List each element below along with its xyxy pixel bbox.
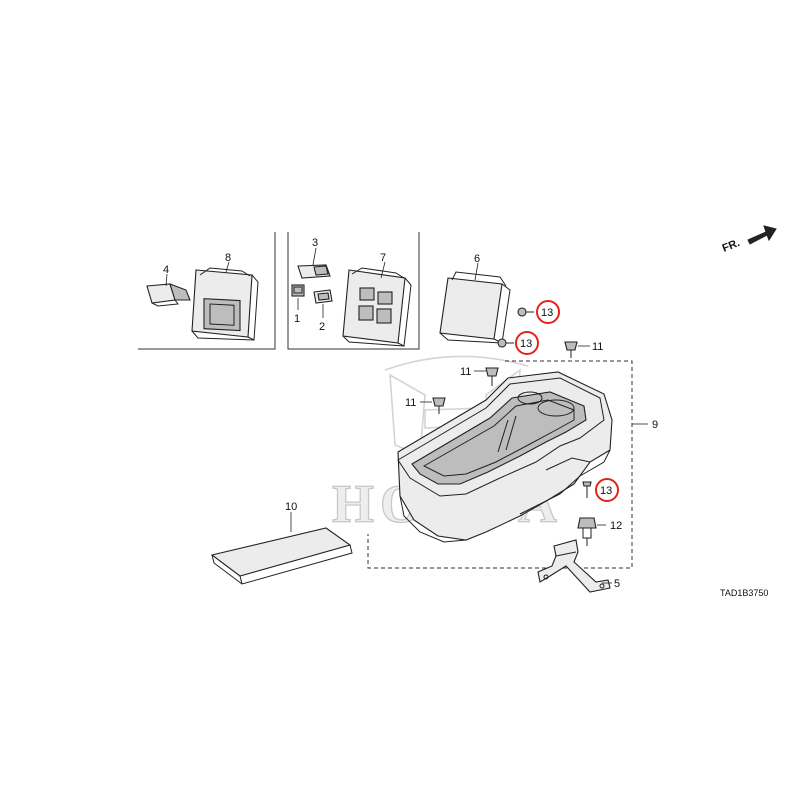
front-direction-indicator: FR. <box>721 225 777 255</box>
callout-ring-13a <box>536 300 560 324</box>
screw-13b <box>497 338 514 348</box>
panel-7 <box>342 267 412 347</box>
callout-2: 2 <box>319 321 325 333</box>
callout-13b: 13 <box>520 338 532 350</box>
callout-8: 8 <box>225 252 231 264</box>
callout-9: 9 <box>652 419 658 431</box>
callout-7: 7 <box>380 252 386 264</box>
front-arrow-icon <box>747 225 777 245</box>
callout-10: 10 <box>285 501 297 513</box>
callout-3: 3 <box>312 237 318 249</box>
bracket-5 <box>537 539 611 593</box>
group-frame-center <box>287 232 420 350</box>
lid-6 <box>439 271 511 344</box>
callout-5: 5 <box>614 578 620 590</box>
direction-label: FR. <box>721 237 742 255</box>
clip-11a <box>564 341 578 358</box>
clip-11c <box>432 397 446 414</box>
callout-6: 6 <box>474 253 480 265</box>
callout-11c: 11 <box>405 397 416 409</box>
callout-11b: 11 <box>460 366 471 378</box>
screw-13a <box>517 307 534 317</box>
panel-8 <box>191 267 259 341</box>
callout-ring-13b <box>515 331 539 355</box>
callout-1: 1 <box>294 313 300 325</box>
callout-13c: 13 <box>600 485 612 497</box>
switch-3 <box>297 264 331 279</box>
group-frame-left <box>138 232 276 350</box>
mat-10 <box>210 527 353 585</box>
console-9 <box>397 371 613 543</box>
callout-13a: 13 <box>541 307 553 319</box>
diagram-reference-code: TAD1B3750 <box>720 588 768 598</box>
screw-13c <box>582 481 592 498</box>
bolt-12 <box>577 517 597 546</box>
switch-4 <box>146 283 191 307</box>
clip-11b <box>485 367 499 386</box>
callout-12: 12 <box>610 520 622 532</box>
assembly-frame-9 <box>367 360 633 569</box>
callout-ring-13c <box>595 478 619 502</box>
switch-2 <box>313 289 333 304</box>
callout-4: 4 <box>163 264 169 276</box>
switch-1 <box>291 284 305 297</box>
callout-11a: 11 <box>592 341 603 353</box>
